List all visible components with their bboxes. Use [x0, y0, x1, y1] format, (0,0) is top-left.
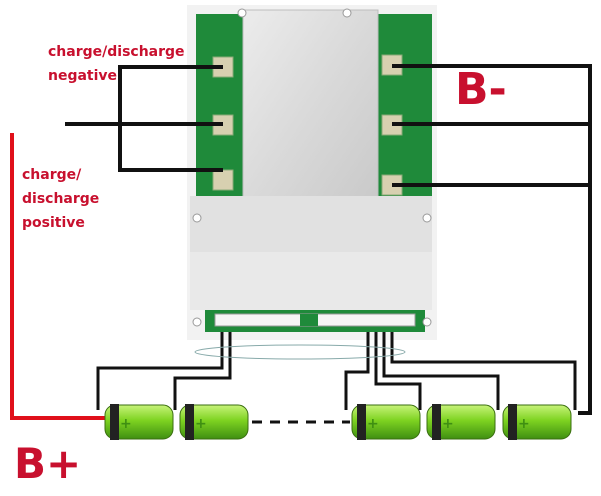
battery-cell: + — [179, 404, 249, 440]
balance-wires — [96, 332, 577, 410]
mount-hole — [192, 317, 202, 327]
heatsink-middle — [190, 196, 432, 252]
plus-icon: + — [120, 416, 132, 432]
battery-cell: + — [104, 404, 174, 440]
black-wires — [65, 64, 592, 415]
negative-bus-wire — [118, 65, 223, 172]
mount-hole — [192, 213, 202, 223]
connector-gap — [300, 314, 318, 326]
b-minus-wire-top — [392, 64, 592, 415]
b-plus-wire — [10, 133, 105, 420]
plus-icon: + — [195, 416, 207, 432]
label-positive-line3: positive — [22, 215, 85, 231]
bms-board — [187, 5, 437, 340]
mount-hole — [422, 213, 432, 223]
battery-cell: + — [351, 404, 421, 440]
label-negative-line1: charge/discharge — [48, 44, 185, 60]
mount-hole — [342, 8, 352, 18]
label-positive-line2: discharge — [22, 191, 99, 207]
wire-bundle-tie — [194, 344, 406, 360]
balance-wire-3 — [344, 332, 370, 410]
balance-wire-5 — [382, 332, 500, 410]
mount-hole — [237, 8, 247, 18]
heatsink-top — [242, 9, 379, 216]
plus-icon: + — [367, 416, 379, 432]
balance-wire-2 — [173, 332, 232, 410]
balance-wire-4 — [374, 332, 422, 410]
label-negative-line2: negative — [48, 68, 117, 84]
label-b-plus: B+ — [14, 439, 81, 488]
heatsink-bottom — [190, 252, 432, 310]
pad-c-bottom — [212, 169, 234, 191]
battery-cell: + — [502, 404, 572, 440]
balance-wire-1 — [96, 332, 224, 410]
battery-cell: + — [426, 404, 496, 440]
battery-cells: + + + + + — [104, 404, 572, 440]
plus-icon: + — [518, 416, 530, 432]
mount-hole — [422, 317, 432, 327]
plus-icon: + — [442, 416, 454, 432]
balance-wire-6 — [390, 332, 577, 410]
label-b-minus: B- — [455, 64, 507, 115]
label-positive-line1: charge/ — [22, 167, 82, 183]
